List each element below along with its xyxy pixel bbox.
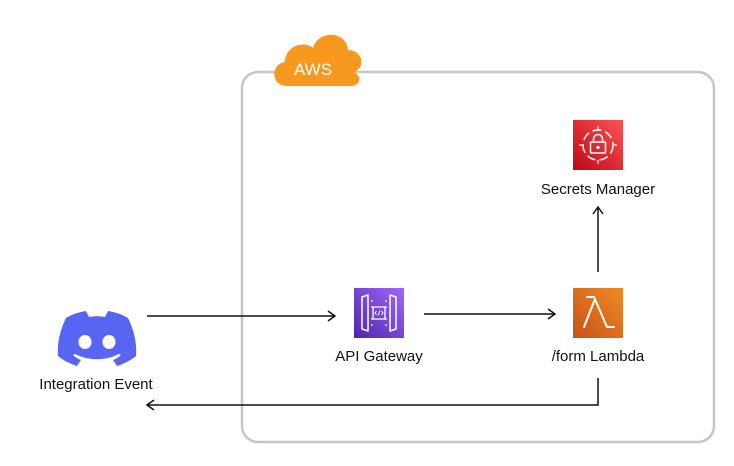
api-gateway-label: API Gateway bbox=[335, 348, 423, 365]
lambda-icon bbox=[573, 288, 623, 338]
secrets-manager-icon bbox=[573, 120, 623, 170]
connector-discord-to-api-gateway bbox=[147, 310, 337, 322]
api-gateway-node[interactable]: API Gateway bbox=[335, 288, 423, 365]
api-gateway-icon bbox=[354, 288, 404, 338]
connector-api-gateway-to-lambda bbox=[424, 308, 557, 320]
aws-cloud-badge: AWS bbox=[274, 34, 362, 86]
secrets-manager-label: Secrets Manager bbox=[541, 181, 655, 198]
aws-boundary bbox=[240, 70, 716, 444]
discord-icon bbox=[57, 311, 137, 366]
lambda-label: /form Lambda bbox=[552, 348, 645, 365]
connector-lambda-to-secrets-manager bbox=[592, 205, 604, 272]
aws-label: AWS bbox=[294, 60, 332, 79]
lambda-node[interactable]: /form Lambda bbox=[552, 288, 645, 365]
secrets-manager-node[interactable]: Secrets Manager bbox=[541, 120, 655, 198]
cloud-icon bbox=[274, 34, 362, 86]
connector-lambda-to-discord bbox=[145, 378, 599, 411]
discord-node[interactable]: Integration Event bbox=[39, 311, 154, 393]
discord-label: Integration Event bbox=[39, 376, 153, 393]
